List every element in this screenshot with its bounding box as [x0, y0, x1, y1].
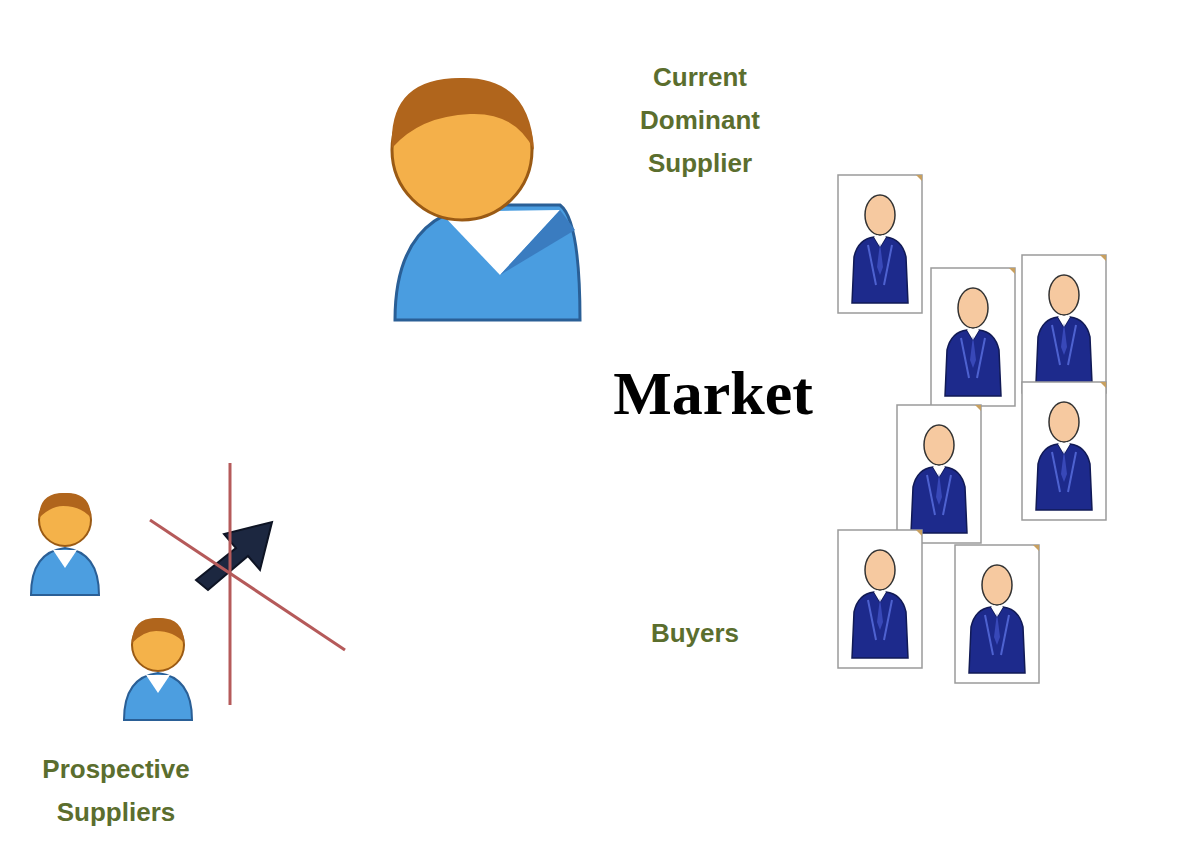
market-title: Market: [613, 358, 813, 428]
supplier-figure: [392, 78, 580, 320]
buyers-label: Buyers: [651, 612, 739, 655]
blocked-arrow: [150, 463, 345, 705]
group-label: Prospective Suppliers: [16, 748, 216, 834]
market-hexagon: Current Dominant SupplierMarketBuyers: [232, 3, 1195, 795]
supplier-label: Current Dominant Supplier: [615, 56, 785, 185]
buyer-cards: [838, 175, 1106, 683]
prospective-figures: [31, 493, 192, 720]
